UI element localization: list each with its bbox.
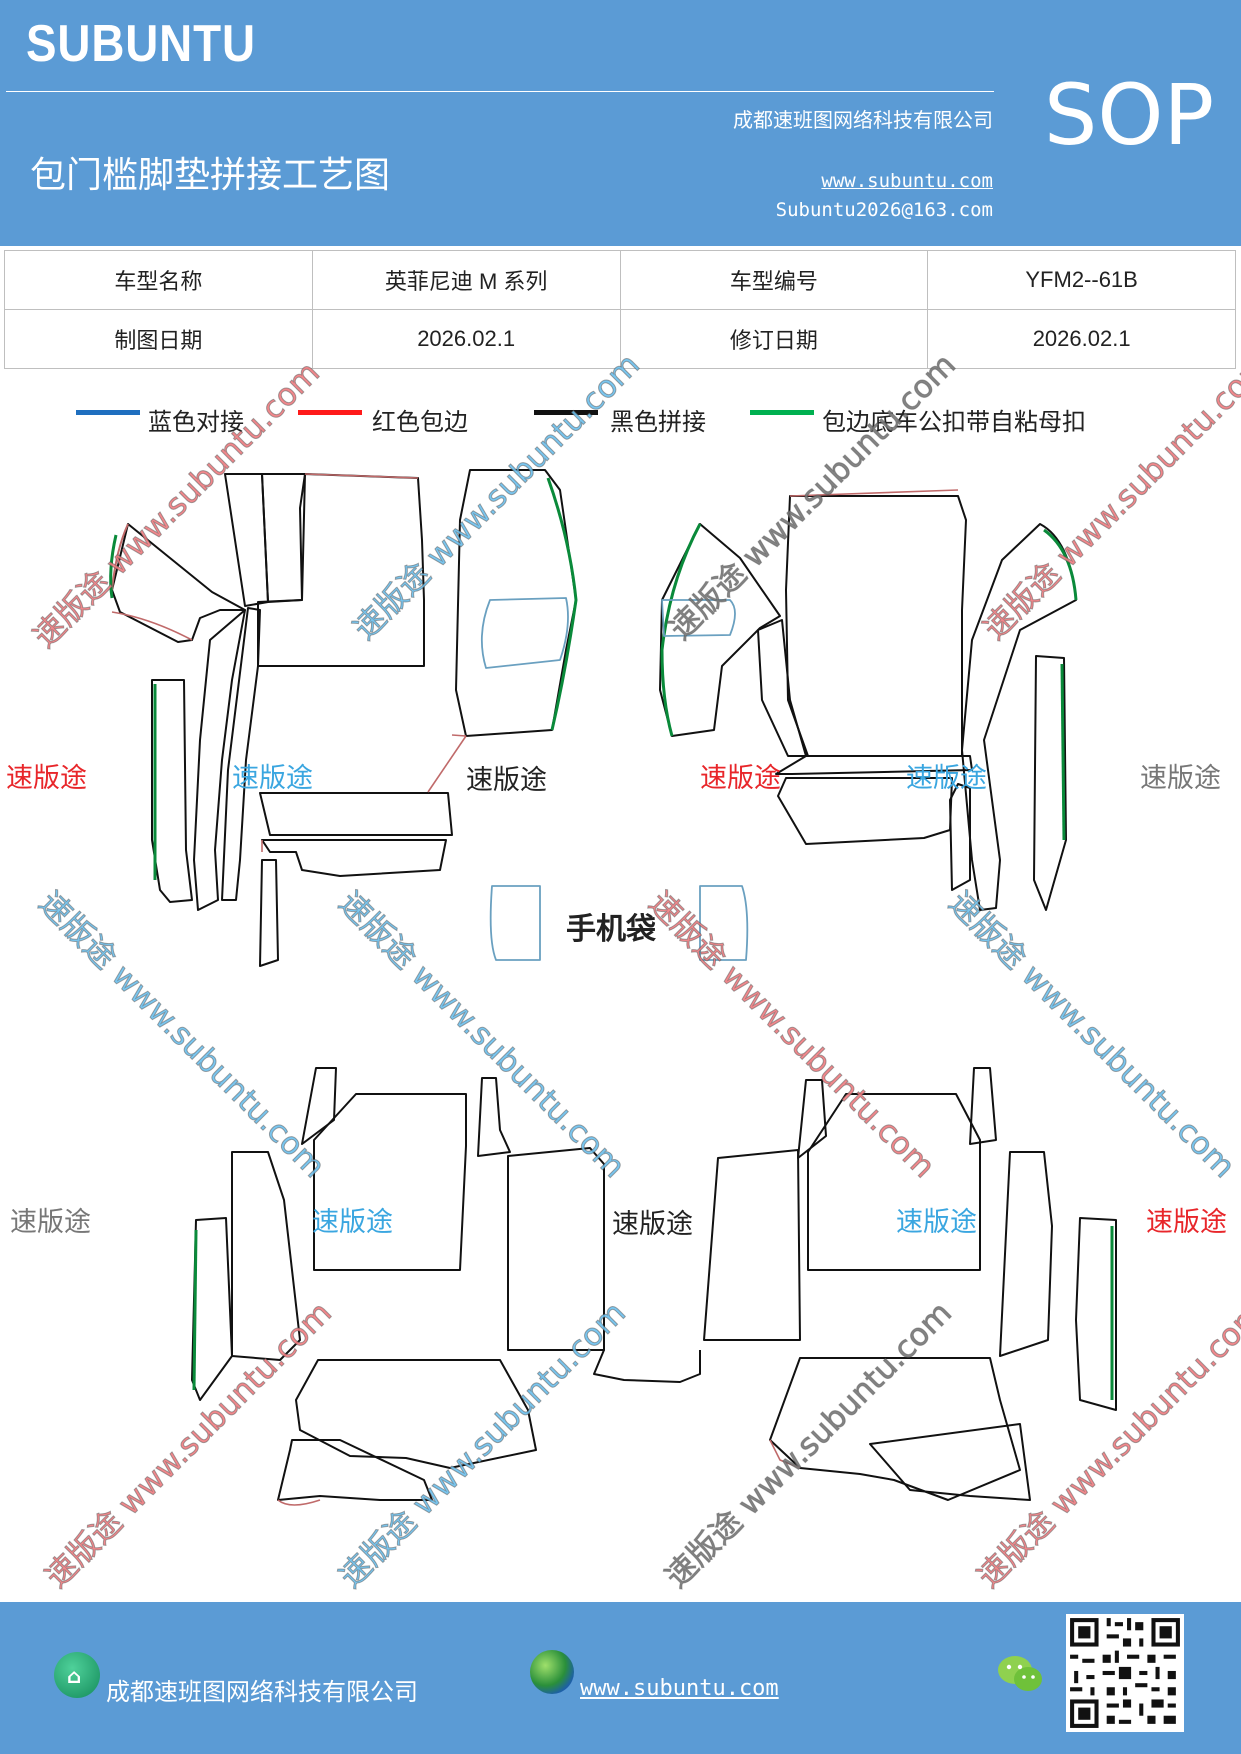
- front-left-mat: [109, 469, 578, 967]
- company-building-icon: ⌂: [54, 1652, 100, 1698]
- globe-icon: [530, 1650, 574, 1694]
- revise-date-value: 2026.02.1: [927, 309, 1236, 369]
- table-row: 车型名称 英菲尼迪 M 系列 车型编号 YFM2--61B: [4, 250, 1236, 310]
- brand-logo-text: SUBUNTU: [26, 15, 256, 73]
- page-title: 包门槛脚垫拼接工艺图: [30, 155, 391, 196]
- model-name-label: 车型名称: [4, 250, 313, 310]
- model-name-value: 英菲尼迪 M 系列: [311, 250, 621, 310]
- vehicle-info-table: 车型名称 英菲尼迪 M 系列 车型编号 YFM2--61B 制图日期 2026.…: [4, 250, 1236, 369]
- model-code-value: YFM2--61B: [927, 250, 1236, 310]
- front-right-mat: [659, 489, 1078, 911]
- legend-label-green: 包边底车公扣带自粘母扣: [822, 408, 1086, 436]
- phone-pocket-right: [699, 885, 749, 961]
- legend-label-black: 黑色拼接: [610, 408, 706, 436]
- model-code-label: 车型编号: [619, 250, 929, 310]
- header-banner: SUBUNTU SOP 成都速班图网络科技有限公司 包门槛脚垫拼接工艺图 www…: [0, 0, 1241, 246]
- table-row: 制图日期 2026.02.1 修订日期 2026.02.1: [4, 309, 1236, 369]
- revise-date-label: 修订日期: [619, 309, 929, 369]
- footer-website-link[interactable]: www.subuntu.com: [580, 1676, 779, 1701]
- rear-right-mat: [703, 1067, 1117, 1501]
- header-email: Subuntu2026@163.com: [775, 199, 993, 221]
- rear-left-mat: [191, 1067, 701, 1506]
- phone-pocket-left: [489, 885, 541, 961]
- draw-date-label: 制图日期: [4, 309, 313, 369]
- legend-swatch-black: [534, 410, 598, 415]
- phone-pocket-label: 手机袋: [566, 912, 656, 947]
- sop-label: SOP: [1044, 66, 1215, 164]
- draw-date-value: 2026.02.1: [311, 309, 621, 369]
- header-company-name: 成都速班图网络科技有限公司: [733, 108, 993, 132]
- footer-company-name: 成都速班图网络科技有限公司: [106, 1678, 418, 1706]
- legend-swatch-red: [298, 410, 362, 415]
- legend-label-red: 红色包边: [372, 408, 468, 436]
- qr-code-icon: [1066, 1614, 1184, 1732]
- header-divider: [6, 91, 994, 92]
- footer-bar: ⌂ 成都速班图网络科技有限公司 www.subuntu.com: [0, 1602, 1241, 1754]
- legend-swatch-green: [750, 410, 814, 415]
- wechat-icon[interactable]: [996, 1652, 1044, 1696]
- legend-swatch-blue: [76, 410, 140, 415]
- legend-label-blue: 蓝色对接: [148, 408, 244, 436]
- header-website-link[interactable]: www.subuntu.com: [821, 170, 993, 192]
- mat-pattern-drawing: [109, 469, 1117, 1506]
